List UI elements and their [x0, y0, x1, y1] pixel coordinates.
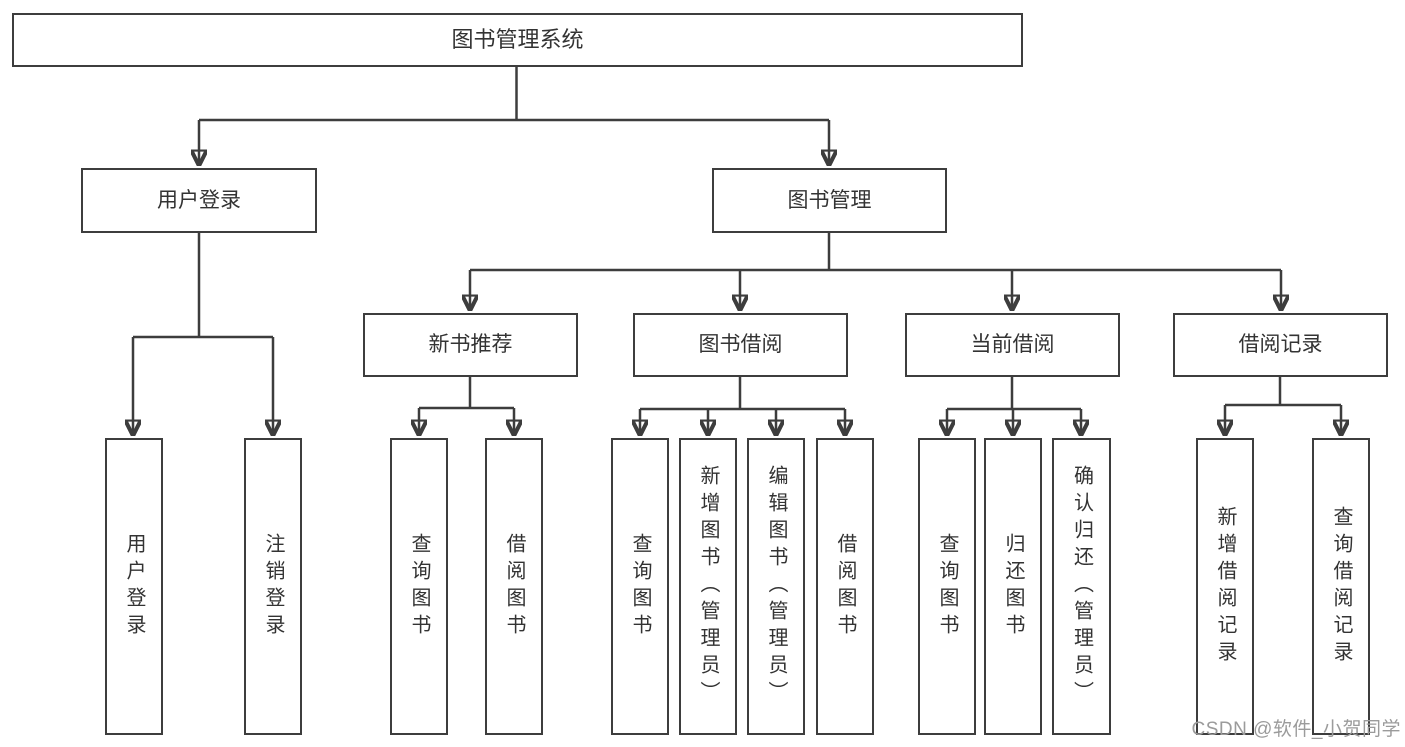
node-book-mgmt: 图书管理: [712, 168, 947, 233]
leaf-borrowrecords-add-label: 新增借阅记录: [1214, 505, 1236, 668]
leaf-currentborrow-confirm-label: 确认归还（管理员）: [1070, 465, 1093, 708]
leaf-currentborrow-confirm: 确认归还（管理员）: [1052, 438, 1111, 735]
leaf-newbooks-query: 查询图书: [390, 438, 448, 735]
node-book-mgmt-label: 图书管理: [787, 188, 872, 212]
node-root-label: 图书管理系统: [451, 26, 584, 52]
node-current-borrow: 当前借阅: [905, 313, 1120, 377]
leaf-borrowrecords-add: 新增借阅记录: [1196, 438, 1254, 735]
leaf-newbooks-borrow: 借阅图书: [485, 438, 543, 735]
node-new-books-label: 新书推荐: [428, 333, 513, 357]
csdn-watermark: CSDN @软件_小贺同学: [1191, 719, 1401, 740]
leaf-currentborrow-query-label: 查询图书: [936, 532, 958, 641]
leaf-borrowrecords-query: 查询借阅记录: [1312, 438, 1370, 735]
node-borrow-records: 借阅记录: [1173, 313, 1388, 377]
node-user-login-label: 用户登录: [157, 188, 241, 212]
leaf-currentborrow-query: 查询图书: [918, 438, 976, 735]
node-new-books: 新书推荐: [363, 313, 578, 377]
leaf-newbooks-query-label: 查询图书: [408, 532, 430, 641]
node-user-login: 用户登录: [81, 168, 317, 233]
leaf-bookborrow-borrow: 借阅图书: [816, 438, 874, 735]
leaf-bookborrow-borrow-label: 借阅图书: [834, 532, 856, 641]
leaf-currentborrow-return: 归还图书: [984, 438, 1042, 735]
leaf-user-login-label: 用户登录: [123, 532, 145, 641]
leaf-bookborrow-edit-label: 编辑图书（管理员）: [765, 465, 787, 708]
node-book-borrow: 图书借阅: [633, 313, 848, 377]
leaf-borrowrecords-query-label: 查询借阅记录: [1330, 505, 1352, 668]
leaf-bookborrow-query-label: 查询图书: [629, 532, 651, 641]
node-borrow-records-label: 借阅记录: [1238, 333, 1323, 357]
leaf-currentborrow-return-label: 归还图书: [1002, 532, 1024, 641]
node-root: 图书管理系统: [12, 13, 1023, 67]
leaf-user-login: 用户登录: [105, 438, 163, 735]
node-book-borrow-label: 图书借阅: [698, 333, 783, 357]
leaf-bookborrow-query: 查询图书: [611, 438, 669, 735]
leaf-bookborrow-edit: 编辑图书（管理员）: [747, 438, 805, 735]
node-current-borrow-label: 当前借阅: [970, 333, 1055, 357]
leaf-logout: 注销登录: [244, 438, 302, 735]
leaf-newbooks-borrow-label: 借阅图书: [503, 532, 525, 641]
leaf-bookborrow-add-label: 新增图书（管理员）: [697, 465, 719, 708]
leaf-logout-label: 注销登录: [262, 532, 284, 641]
leaf-bookborrow-add: 新增图书（管理员）: [679, 438, 737, 735]
